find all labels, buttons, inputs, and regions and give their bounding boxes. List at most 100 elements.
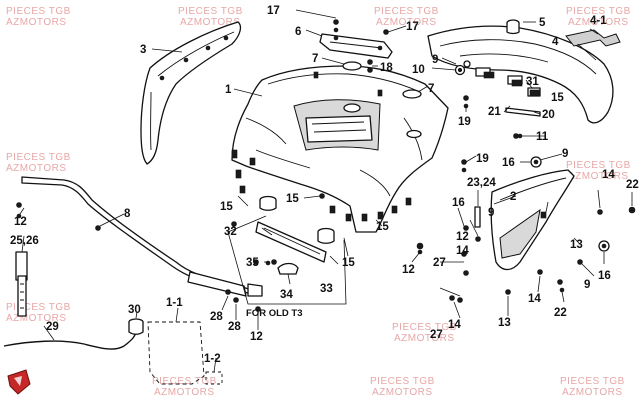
part-label-30: 30 <box>128 304 141 316</box>
part-label-15: 15 <box>551 92 564 104</box>
part-5-knob <box>506 19 520 35</box>
part-6-bracket <box>319 33 393 59</box>
part-label-13: 13 <box>570 239 583 251</box>
part-label-4-1: 4-1 <box>590 15 607 27</box>
watermark: AZMOTORS <box>568 17 628 28</box>
part-30-grommet <box>128 318 144 335</box>
part-label-34: 34 <box>280 289 293 301</box>
watermark: PIECES TGB <box>560 376 625 387</box>
watermark: PIECES TGB <box>392 322 457 333</box>
part-1-rear-body <box>231 65 449 233</box>
part-label-17: 17 <box>267 5 280 17</box>
part-label-33: 33 <box>320 283 333 295</box>
part-7-cap <box>342 61 422 99</box>
part-label-6: 6 <box>295 26 301 38</box>
part-label-1-2: 1-2 <box>204 353 221 365</box>
part-label-14: 14 <box>456 245 469 257</box>
part-label-35: 35 <box>246 257 259 269</box>
part-label-14: 14 <box>602 169 615 181</box>
part-label-12: 12 <box>250 331 263 343</box>
part-label-19: 19 <box>458 116 471 128</box>
watermark: AZMOTORS <box>6 313 66 324</box>
part-4-1-pad <box>565 29 621 47</box>
part-label-7: 7 <box>312 53 318 65</box>
part-label-18: 18 <box>380 62 393 74</box>
part-label-15: 15 <box>376 221 389 233</box>
part-label-27: 27 <box>433 257 446 269</box>
part-label-9: 9 <box>432 54 438 66</box>
part-label-20: 20 <box>542 109 555 121</box>
part-label-27: 27 <box>430 329 443 341</box>
part-label-14: 14 <box>528 293 541 305</box>
part-label-12: 12 <box>456 231 469 243</box>
part-label-17: 17 <box>406 21 419 33</box>
part-label-12: 12 <box>14 216 27 228</box>
watermark: AZMOTORS <box>394 333 454 344</box>
old-t3-bracket <box>227 215 347 305</box>
watermark: PIECES TGB <box>152 376 217 387</box>
watermark: AZMOTORS <box>6 163 66 174</box>
part-32-33-bar <box>255 195 335 263</box>
part-label-28: 28 <box>228 321 241 333</box>
part-label-14: 14 <box>448 319 461 331</box>
leader-lines <box>19 9 633 373</box>
watermark: PIECES TGB <box>6 302 71 313</box>
part-label-4: 4 <box>552 36 559 48</box>
watermark: AZMOTORS <box>562 387 622 398</box>
part-label-22: 22 <box>626 179 639 191</box>
watermark: PIECES TGB <box>566 160 631 171</box>
fasteners <box>16 19 636 312</box>
watermark: AZMOTORS <box>372 387 432 398</box>
watermark: PIECES TGB <box>178 6 243 17</box>
watermark: PIECES TGB <box>6 6 71 17</box>
part-29-cable <box>3 329 137 350</box>
part-labels: 3 1 17 17 6 7 18 7 9 10 5 4-1 4 31 15 21… <box>10 5 639 365</box>
old-t3-note: FOR OLD T3 <box>246 308 302 319</box>
part-label-10: 10 <box>412 64 425 76</box>
part-label-16: 16 <box>502 157 515 169</box>
part-label-2: 2 <box>510 191 516 203</box>
part-label-32: 32 <box>224 226 237 238</box>
watermark: PIECES TGB <box>6 152 71 163</box>
watermark: AZMOTORS <box>154 387 214 398</box>
part-label-31: 31 <box>526 76 539 88</box>
part-label-13: 13 <box>498 317 511 329</box>
part-label-19: 19 <box>476 153 489 165</box>
part-label-9: 9 <box>562 148 568 160</box>
part-label-28: 28 <box>210 311 223 323</box>
part-label-7: 7 <box>428 83 434 95</box>
part-label-21: 21 <box>488 106 501 118</box>
part-label-5: 5 <box>539 17 546 29</box>
part-label-11: 11 <box>536 131 549 143</box>
part-label-25-26: 25,26 <box>10 235 39 247</box>
watermark: AZMOTORS <box>376 17 436 28</box>
part-label-8: 8 <box>124 208 131 220</box>
watermark: AZMOTORS <box>6 17 66 28</box>
part-label-9: 9 <box>584 279 590 291</box>
part-34-clip <box>277 262 299 275</box>
part-2-right-fender <box>490 169 575 271</box>
part-1-1-box <box>147 321 205 385</box>
part-label-1-1: 1-1 <box>166 297 183 309</box>
watermark: AZMOTORS <box>568 171 628 182</box>
watermark: PIECES TGB <box>370 376 435 387</box>
part-25-26-strap <box>15 251 28 317</box>
part-label-16: 16 <box>452 197 465 209</box>
part-label-23-24: 23,24 <box>467 177 496 189</box>
watermark-layer: PIECES TGB AZMOTORS PIECES TGB AZMOTORS … <box>6 6 631 398</box>
part-label-1: 1 <box>225 84 232 96</box>
part-label-15: 15 <box>220 201 233 213</box>
part-label-22: 22 <box>554 307 567 319</box>
part-label-9: 9 <box>488 207 494 219</box>
watermark: AZMOTORS <box>180 17 240 28</box>
part-label-15: 15 <box>286 193 299 205</box>
part-label-16: 16 <box>598 270 611 282</box>
part-label-3: 3 <box>140 44 146 56</box>
watermark: PIECES TGB <box>374 6 439 17</box>
brand-logo-icon <box>7 369 31 395</box>
part-label-12: 12 <box>402 264 415 276</box>
watermark: PIECES TGB <box>566 6 631 17</box>
part-label-29: 29 <box>46 321 59 333</box>
part-label-15: 15 <box>342 257 355 269</box>
